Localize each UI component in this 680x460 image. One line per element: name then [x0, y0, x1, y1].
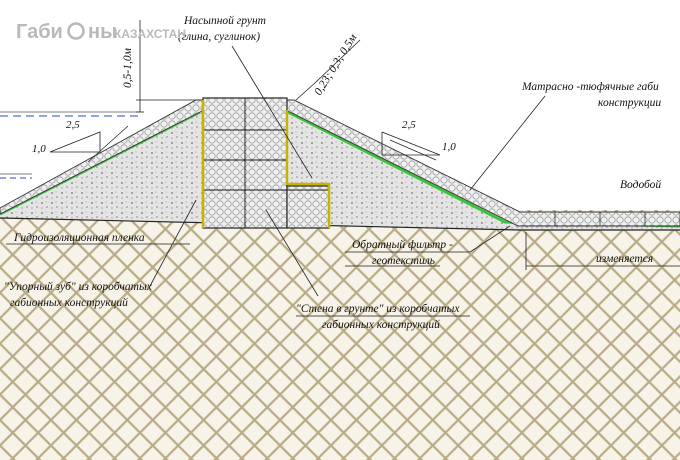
- wall-foot: [286, 185, 330, 229]
- svg-text:1,0: 1,0: [442, 141, 456, 153]
- wall-label-1: "Стена в грунте" из коробчатых: [296, 303, 460, 315]
- watermark-logo: Габи ны КАЗАХСТАН: [16, 21, 186, 43]
- tooth-label-1: "Упорный зуб" из коробчатых: [4, 280, 153, 293]
- right-slope-mattress: [285, 99, 680, 227]
- mattress-label-1: Матрасно -тюфячные габи: [521, 81, 659, 93]
- varies-label: изменяется: [596, 253, 653, 265]
- ground-line: [0, 217, 680, 231]
- mattress-label-2: конструкции: [598, 97, 661, 109]
- svg-text:Габи: Габи: [16, 21, 63, 43]
- svg-text:КАЗАХСТАН: КАЗАХСТАН: [114, 27, 186, 41]
- wall-label-2: габионных конструкций: [322, 318, 440, 331]
- svg-text:1,0: 1,0: [32, 143, 46, 155]
- fill-soil-label-2: (глина, суглинок): [178, 31, 260, 43]
- slope-ratio-right: [381, 131, 441, 156]
- membrane-label: Гидроизоляционная пленка: [13, 232, 145, 244]
- embankment-fill: [0, 106, 680, 230]
- slope-ratio-left: [49, 131, 101, 153]
- fill-soil-label-1: Насыпной грунт: [183, 14, 266, 27]
- depth-top-label: 0,5-1,0м: [122, 47, 134, 88]
- ground-base: [0, 210, 680, 460]
- svg-text:ны: ны: [88, 21, 117, 43]
- waterfall-label: Водобой: [620, 178, 661, 191]
- layer-thickness-label: 0,23; 0,3; 0,5м: [312, 32, 359, 98]
- tooth-label-2: габионных конструкций: [10, 296, 128, 309]
- svg-text:2,5: 2,5: [402, 119, 416, 131]
- filter-label-1: Обратный фильтр -: [352, 238, 453, 251]
- filter-label-2: геотекстиль: [372, 255, 435, 267]
- svg-text:2,5: 2,5: [66, 119, 80, 131]
